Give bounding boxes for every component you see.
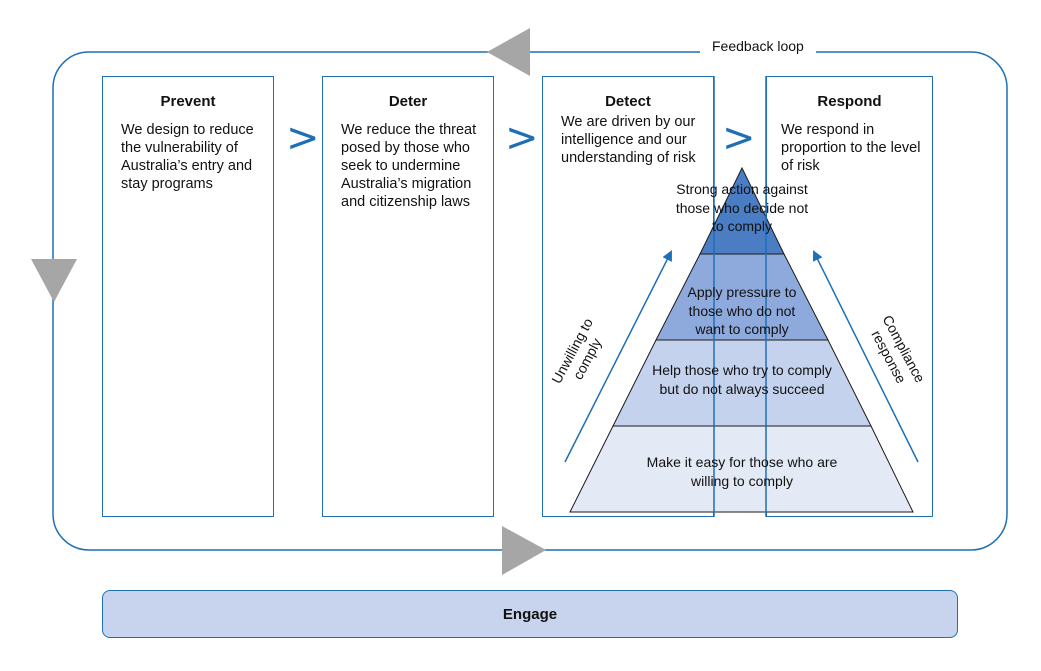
prevent-box: Prevent We design to reduce the vulnerab… bbox=[102, 76, 274, 517]
chevron-right-icon: > bbox=[505, 115, 539, 161]
detect-title: Detect bbox=[605, 93, 651, 110]
pyramid-tier-4 bbox=[569, 425, 914, 513]
compliance-arrow-icon bbox=[813, 250, 919, 463]
engage-bar: Engage bbox=[102, 590, 958, 638]
pyramid-tier-1-text: Strong action against those who decide n… bbox=[675, 181, 809, 234]
deter-box: Deter We reduce the threat posed by thos… bbox=[322, 76, 494, 517]
unwilling-arrow-icon bbox=[564, 250, 672, 463]
detect-box: Detect We are driven by our intelligence… bbox=[542, 76, 714, 517]
deter-text: We reduce the threat posed by those who … bbox=[341, 122, 477, 210]
engage-label: Engage bbox=[502, 605, 558, 623]
prevent-title: Prevent bbox=[160, 93, 216, 110]
loop-arrow-top-icon bbox=[487, 28, 530, 76]
pyramid-tier-3-text: Help those who try to comply but do not … bbox=[652, 362, 832, 397]
detect-text: We are driven by our intelligence and ou… bbox=[561, 114, 696, 166]
chevron-right-icon: > bbox=[286, 115, 320, 161]
feedback-loop-label: Feedback loop bbox=[700, 38, 816, 54]
respond-text: We respond in proportion to the level of… bbox=[781, 122, 921, 174]
prevent-text: We design to reduce the vulnerability of… bbox=[121, 122, 254, 192]
deter-title: Deter bbox=[388, 93, 428, 110]
loop-arrow-bottom-icon bbox=[502, 526, 546, 575]
pyramid-tier-4-text: Make it easy for those who are willing t… bbox=[646, 454, 838, 489]
respond-title: Respond bbox=[817, 93, 882, 110]
pyramid-tier-2-text: Apply pressure to those who do not want … bbox=[687, 284, 797, 337]
chevron-right-icon: > bbox=[722, 115, 756, 161]
loop-arrow-left-icon bbox=[31, 259, 77, 302]
